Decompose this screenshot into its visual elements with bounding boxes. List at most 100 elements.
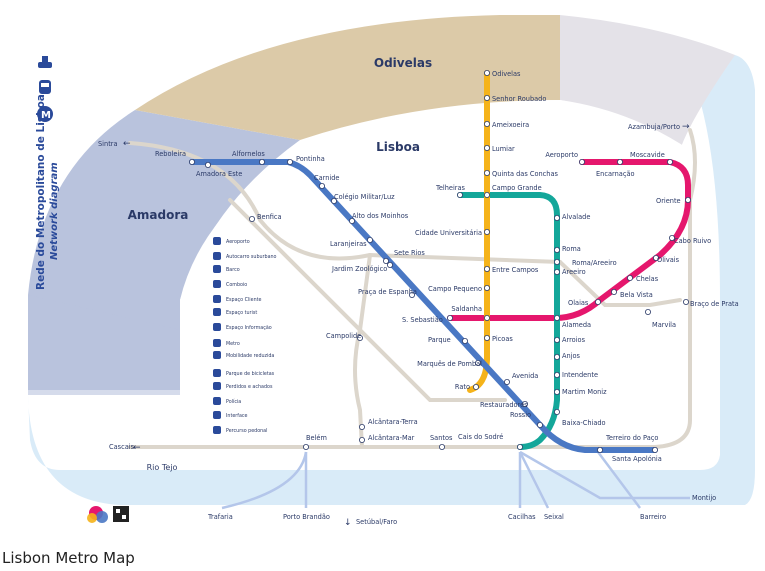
station-dot-cabo-ruivo bbox=[669, 234, 676, 241]
station-label-santa-apolonia: Santa Apolónia bbox=[612, 455, 662, 463]
station-label-belem: Belém bbox=[306, 434, 327, 442]
station-label-cais-sodre: Cais do Sodré bbox=[458, 433, 503, 441]
station-label-aeroporto: Aeroporto bbox=[545, 151, 578, 159]
station-dot-terreiro bbox=[597, 446, 604, 453]
station-dot-entre-campos bbox=[483, 265, 490, 272]
station-label-saldanha: Saldanha bbox=[451, 305, 482, 313]
station-label-intendente: Intendente bbox=[562, 371, 598, 379]
station-label-oriente: Oriente bbox=[656, 197, 681, 205]
station-dot-belem bbox=[302, 443, 309, 450]
legend-icon-5 bbox=[213, 308, 221, 316]
station-label-porto-brandao: Porto Brandão bbox=[283, 513, 330, 521]
station-dot-aeroporto bbox=[579, 158, 586, 165]
station-label-campo-pequeno: Campo Pequeno bbox=[428, 285, 482, 293]
region-odivelas bbox=[135, 15, 560, 140]
station-label-cacilhas: Cacilhas bbox=[508, 513, 536, 521]
station-label-telheiras: Telheiras bbox=[435, 184, 466, 192]
station-label-azambuja: Azambuja/Porto bbox=[628, 123, 680, 131]
station-label-alto-moinhos: Alto dos Moinhos bbox=[352, 212, 409, 220]
region-label-river: Rio Tejo bbox=[147, 463, 178, 472]
station-dot-pontinha bbox=[286, 158, 293, 165]
station-label-rato: Rato bbox=[455, 383, 470, 391]
station-dot-intendente bbox=[554, 371, 561, 378]
station-dot-cais-sodre bbox=[517, 443, 524, 450]
station-label-alcantara-terra: Alcântara-Terra bbox=[368, 418, 418, 426]
legend-label-8: Mobilidade reduzida bbox=[226, 353, 274, 359]
legend-label-13: Percurso pedonal bbox=[226, 428, 267, 434]
legend-label-9: Parque de bicicletas bbox=[226, 371, 275, 377]
station-dot-saldanha bbox=[483, 314, 490, 321]
legend-label-4: Espaço Cliente bbox=[226, 297, 261, 303]
svg-text:M: M bbox=[41, 110, 51, 121]
station-label-encarnacao: Encarnação bbox=[596, 170, 635, 178]
station-dot-arroios bbox=[554, 336, 561, 343]
station-label-campolide: Campolide bbox=[326, 332, 361, 340]
direction-arrows: ← → ← ↓ bbox=[123, 122, 690, 528]
legend-label-6: Espaço Informação bbox=[226, 325, 272, 331]
station-label-santos: Santos bbox=[430, 434, 453, 442]
station-label-setubal: Setúbal/Faro bbox=[356, 518, 397, 526]
station-label-braco-prata: Braço de Prata bbox=[690, 300, 739, 308]
station-dot-braco-prata bbox=[683, 298, 690, 305]
map-title: Rede do Metropolitano de Lisboa Network … bbox=[35, 94, 60, 290]
station-dot-chelas bbox=[627, 274, 634, 281]
legend-icon-4 bbox=[213, 295, 221, 303]
station-dot-sebastiao bbox=[446, 314, 453, 321]
legend-label-11: Polícia bbox=[226, 398, 241, 405]
station-dot-praca-espanha bbox=[408, 291, 415, 298]
station-label-carnide: Carnide bbox=[314, 174, 340, 182]
legend-label-2: Barco bbox=[226, 267, 240, 273]
station-dot-ameixoeira bbox=[483, 121, 490, 128]
station-label-baixa-chiado: Baixa-Chiado bbox=[562, 419, 606, 427]
station-dot-odivelas bbox=[483, 70, 490, 77]
station-label-reboleira: Reboleira bbox=[155, 150, 186, 158]
station-label-trafaria: Trafaria bbox=[207, 513, 233, 521]
stations bbox=[188, 70, 692, 453]
station-label-senhor-roubado: Senhor Roubado bbox=[492, 95, 546, 103]
station-dot-santa-apolonia bbox=[652, 446, 659, 453]
legend-icon-3 bbox=[213, 280, 221, 288]
map-caption: Lisbon Metro Map bbox=[2, 549, 135, 567]
arrow-right-icon: → bbox=[682, 122, 690, 132]
station-dot-olivais bbox=[653, 254, 660, 261]
station-label-campo-grande: Campo Grande bbox=[492, 184, 542, 192]
station-label-restauradores: Restauradores bbox=[480, 401, 528, 409]
station-label-alfornelos: Alfornelos bbox=[232, 150, 265, 158]
title-line1: Rede do Metropolitano de Lisboa bbox=[35, 94, 47, 290]
station-label-picoas: Picoas bbox=[492, 335, 513, 343]
station-dot-rossio bbox=[554, 408, 561, 415]
station-label-laranjeiras: Laranjeiras bbox=[330, 240, 367, 248]
station-dot-baixa-chiado bbox=[537, 421, 544, 428]
station-label-barreiro: Barreiro bbox=[640, 513, 666, 521]
station-dot-moscavide bbox=[667, 158, 674, 165]
station-dot-laranjeiras bbox=[366, 236, 373, 243]
station-label-marvila: Marvila bbox=[652, 321, 676, 329]
yellow-line bbox=[467, 70, 490, 393]
station-label-rossio: Rossio bbox=[510, 411, 531, 419]
station-dot-alcantara-terra bbox=[358, 423, 365, 430]
legend-icon-2 bbox=[213, 265, 221, 273]
arrow-left-icon: ← bbox=[133, 443, 141, 453]
legend-icon-1 bbox=[213, 252, 221, 260]
station-dot-colegio bbox=[330, 197, 337, 204]
station-label-parque: Parque bbox=[428, 336, 451, 344]
title-line2: Network diagram bbox=[49, 162, 60, 260]
legend-icon-7 bbox=[213, 339, 221, 347]
station-dot-benfica bbox=[248, 215, 255, 222]
station-label-roma: Roma bbox=[562, 245, 581, 253]
station-dot-parque bbox=[461, 337, 468, 344]
red-line bbox=[447, 159, 691, 321]
train-icon bbox=[39, 80, 51, 94]
station-label-benfica: Benfica bbox=[257, 213, 282, 221]
station-dot-anjos bbox=[554, 353, 561, 360]
station-label-amadora-este: Amadora Este bbox=[196, 170, 242, 178]
station-dot-santos bbox=[438, 443, 445, 450]
station-label-praca-espanha: Praça de Espanha bbox=[358, 288, 417, 296]
region-east bbox=[560, 15, 735, 150]
station-label-sete-rios: Sete Rios bbox=[394, 249, 425, 257]
green-line bbox=[457, 192, 560, 450]
legend-icon-0 bbox=[213, 237, 221, 245]
station-label-anjos: Anjos bbox=[562, 352, 581, 360]
legend-label-10: Perdidos e achados bbox=[226, 384, 273, 390]
arrow-left-icon: ← bbox=[123, 139, 131, 149]
